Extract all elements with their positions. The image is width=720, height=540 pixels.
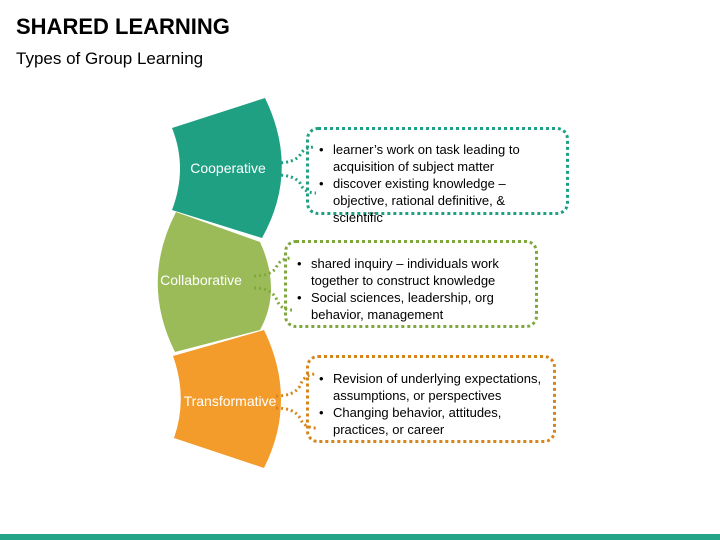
list-item: Revision of underlying expectations, ass…: [319, 370, 543, 404]
transformative-label: Transformative: [183, 393, 277, 409]
collaborative-details-box: shared inquiry – individuals work togeth…: [284, 240, 538, 328]
collaborative-segment: [157, 212, 271, 352]
list-item: shared inquiry – individuals work togeth…: [297, 255, 525, 289]
transformative-details-box: Revision of underlying expectations, ass…: [306, 355, 556, 443]
bottom-accent-bar: [0, 534, 720, 540]
transformative-segment: [173, 330, 281, 468]
cooperative-connector: [275, 145, 317, 195]
transformative-connector: [275, 372, 317, 430]
cooperative-details-box: learner’s work on task leading to acquis…: [306, 127, 569, 225]
page-title: SHARED LEARNING: [16, 14, 230, 39]
collaborative-label: Collaborative: [160, 272, 242, 288]
page-subtitle: Types of Group Learning: [16, 49, 204, 68]
cooperative-label: Cooperative: [190, 160, 266, 176]
list-item: discover existing knowledge – objective,…: [319, 175, 556, 226]
list-item: Changing behavior, attitudes, practices,…: [319, 404, 543, 438]
list-item: learner’s work on task leading to acquis…: [319, 141, 556, 175]
cooperative-segment: [172, 98, 282, 238]
list-item: Social sciences, leadership, org behavio…: [297, 289, 525, 323]
